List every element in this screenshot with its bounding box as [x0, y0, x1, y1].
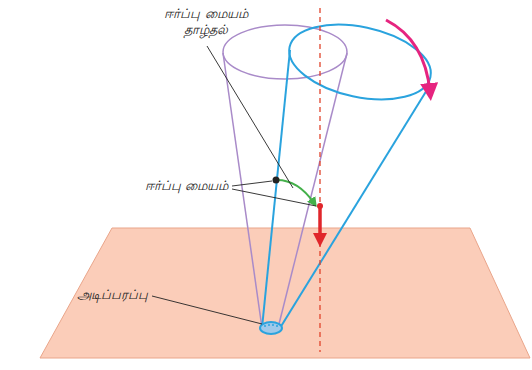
callout-label: ஈர்ப்பு மையம் — [92, 178, 228, 194]
callout-label: அடிப்பரப்பு — [48, 287, 148, 303]
vertical-axis — [319, 8, 320, 352]
centre-of-gravity-dot — [273, 177, 280, 184]
callout-label: ஈர்ப்பு மையம் தாழ்தல் — [150, 6, 262, 39]
ground-plane — [40, 228, 530, 358]
upright-top-outline — [223, 25, 347, 328]
descent-arrow — [318, 207, 322, 240]
centre-of-gravity-dot — [317, 203, 323, 209]
base-dots — [264, 324, 278, 327]
rotation-arrow — [386, 20, 430, 92]
tilted-top-outline — [260, 13, 438, 334]
